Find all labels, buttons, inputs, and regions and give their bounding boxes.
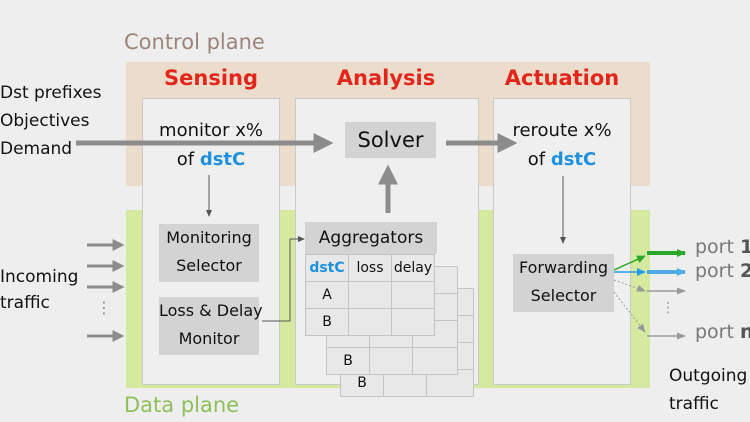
- aggregator-table: dstC loss delay A B: [305, 254, 435, 336]
- input-objectives: Objectives: [0, 111, 90, 131]
- incoming-arrows: [87, 239, 125, 342]
- dstc-highlight: dstC: [550, 149, 597, 170]
- table-header-loss: loss: [348, 254, 392, 282]
- monitor-to-aggregators-line: [262, 236, 305, 322]
- table-row: B: [305, 308, 435, 336]
- input-demand: Demand: [0, 139, 73, 159]
- table-header-dstc: dstC: [305, 254, 349, 282]
- control-inputs: Dst prefixes Objectives Demand: [0, 79, 101, 163]
- output-arrows: [613, 249, 686, 340]
- incoming-ellipsis: ⋮: [96, 298, 112, 317]
- ports-ellipsis: ⋮: [661, 300, 675, 316]
- table-row: A: [305, 281, 435, 309]
- actuation-description: reroute x% of dstC: [512, 120, 612, 170]
- sensing-description: monitor x% of dstC: [159, 120, 263, 170]
- aggregators-header: Aggregators: [305, 222, 437, 254]
- dstc-highlight: dstC: [199, 149, 246, 170]
- port-1-label: port 1: [695, 236, 750, 258]
- sensing-title: Sensing: [164, 66, 258, 90]
- monitoring-selector-box[interactable]: Monitoring Selector: [159, 224, 259, 282]
- port-2-label: port 2: [695, 260, 750, 282]
- control-plane-label: Control plane: [124, 30, 265, 54]
- loss-delay-monitor-box[interactable]: Loss & Delay Monitor: [159, 297, 263, 355]
- table-header-delay: delay: [391, 254, 435, 282]
- analysis-title: Analysis: [336, 66, 436, 90]
- incoming-traffic-label: Incoming traffic: [0, 267, 79, 313]
- port-n-label: port n: [695, 321, 750, 343]
- data-plane-label: Data plane: [124, 393, 240, 417]
- outgoing-traffic-label: Outgoing traffic: [669, 366, 748, 414]
- forwarding-selector-box[interactable]: Forwarding Selector: [513, 254, 614, 312]
- input-dst-prefixes: Dst prefixes: [0, 83, 102, 103]
- solver-box[interactable]: Solver: [345, 122, 436, 158]
- actuation-title: Actuation: [504, 66, 620, 90]
